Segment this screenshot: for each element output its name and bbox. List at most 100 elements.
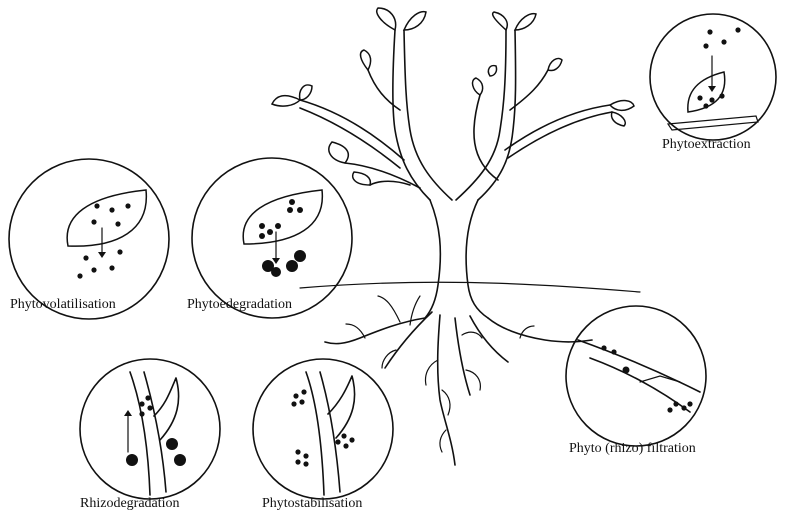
phytoextraction-illustration (650, 14, 776, 140)
contaminant-dot (703, 43, 708, 48)
root-right (144, 372, 166, 492)
contaminant-dot (291, 401, 296, 406)
contaminant-dot (703, 103, 708, 108)
leaf (515, 14, 536, 30)
vapour-dot (77, 273, 82, 278)
leaf (353, 172, 371, 185)
root-left (130, 372, 150, 495)
limb-left-inner (404, 30, 452, 200)
leaf (610, 101, 634, 111)
label-phytovolatilisation: Phytovolatilisation (10, 297, 116, 313)
leaf (361, 50, 371, 70)
phytodegradation-illustration (192, 158, 352, 318)
ground-line (300, 282, 640, 292)
leaf (272, 96, 300, 106)
contaminant-dot (293, 393, 298, 398)
label-rhizodegradation: Rhizodegradation (80, 496, 180, 512)
root-hair (378, 296, 400, 322)
vapour-dot (91, 267, 96, 272)
phytostabilisation-illustration (253, 359, 393, 499)
arrowhead (98, 252, 106, 258)
leaf (377, 8, 396, 30)
degraded-cluster (286, 260, 298, 272)
contaminant-dot (341, 433, 346, 438)
contaminant-dot (673, 401, 678, 406)
contaminant-dot (735, 27, 740, 32)
root-left-2 (385, 312, 432, 368)
branch-left-4 (370, 181, 410, 185)
contaminant-dot (707, 29, 712, 34)
arrowhead (124, 410, 132, 416)
contaminant-dot (295, 459, 300, 464)
vapour-dot (109, 265, 114, 270)
contaminant-dot (267, 229, 273, 235)
root-hair (426, 360, 439, 385)
contaminant-dot (91, 219, 96, 224)
contaminant-dot (94, 203, 99, 208)
contaminant-dot (343, 443, 348, 448)
branch-left-1b (300, 108, 400, 168)
root-center-2 (455, 318, 470, 395)
vapour-dot (117, 249, 122, 254)
root-hair (440, 430, 446, 452)
leaf (404, 12, 426, 30)
root-hair (346, 324, 365, 338)
contaminant-dot (295, 449, 300, 454)
leaf (329, 142, 348, 163)
root-hair (382, 350, 396, 368)
degraded-cluster (174, 454, 186, 466)
limb-left-outer (393, 30, 430, 200)
rhizodegradation-circle (80, 359, 220, 499)
contaminant-dot (335, 439, 340, 444)
degraded-cluster (166, 438, 178, 450)
leaf (488, 66, 496, 76)
trunk-left-edge (425, 200, 440, 318)
contaminant-dot (349, 437, 354, 442)
contaminant-dot (115, 221, 120, 226)
rhizodegradation-illustration (80, 359, 220, 499)
contaminant-dot (301, 389, 306, 394)
root-hair (462, 332, 482, 338)
leaf (493, 12, 508, 30)
root-left (306, 372, 324, 495)
degraded-cluster (126, 454, 138, 466)
contaminant-dot (681, 405, 686, 410)
contaminant-dot (259, 223, 265, 229)
rhizofiltration-circle (566, 306, 706, 446)
label-phytodegradation: Phytoedegradation (187, 297, 292, 313)
contaminant-dot (709, 97, 714, 102)
contaminant-dot (139, 411, 144, 416)
contaminant-dot (687, 401, 692, 406)
contaminant-dot (147, 405, 152, 410)
stem-cross-section (668, 116, 758, 130)
contaminant-dot (303, 453, 308, 458)
degraded-cluster (294, 250, 306, 262)
leaf (612, 112, 626, 126)
phytovolatilisation-illustration (9, 159, 169, 319)
vapour-dot (83, 255, 88, 260)
branch-left-1 (300, 100, 404, 160)
label-phytoextraction: Phytoextraction (662, 137, 751, 153)
contaminant-dot (297, 207, 303, 213)
root-upper (578, 340, 700, 392)
root-right-2 (470, 316, 508, 362)
contaminant-dot (601, 345, 606, 350)
contaminant-dot (287, 207, 293, 213)
contaminant-dot (109, 207, 114, 212)
limb-right-inner (456, 30, 506, 200)
limb-right-outer (478, 30, 516, 200)
contaminant-dot (721, 39, 726, 44)
leaf (300, 85, 312, 100)
contaminant-dot (623, 367, 630, 374)
contaminant-dot (259, 233, 265, 239)
contaminant-dot (667, 407, 672, 412)
contaminant-dot (303, 461, 308, 466)
rhizofiltration-illustration (566, 306, 706, 446)
trunk-right-edge (466, 200, 488, 318)
leaf (548, 58, 562, 70)
contaminant-dot (139, 401, 144, 406)
branch-left-3 (368, 70, 400, 110)
contaminant-dot (719, 93, 724, 98)
